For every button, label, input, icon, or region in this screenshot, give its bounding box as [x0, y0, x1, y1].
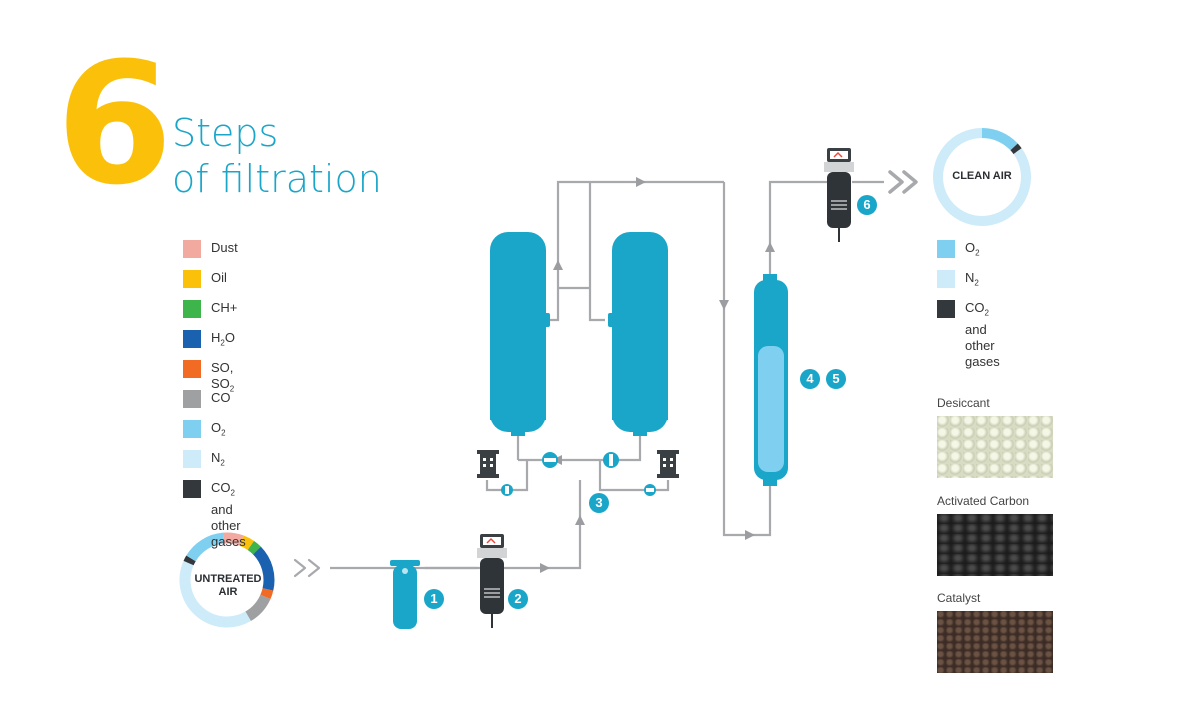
- right-tower-outlet: [588, 182, 605, 322]
- untreated-air-ring: [179, 532, 275, 628]
- legend-label: CH+: [211, 300, 238, 315]
- ring-segment: [252, 546, 275, 591]
- step-count-number: 6: [56, 26, 173, 222]
- ring-segment: [245, 594, 271, 622]
- legend-item: H2O: [183, 330, 235, 352]
- legend-swatch: [183, 450, 201, 468]
- untreated-air-label: UNTREATED AIR: [188, 573, 268, 599]
- activated-carbon-image: [937, 514, 1053, 576]
- title-line-2: of filtration: [172, 157, 382, 201]
- ring-segment: [1010, 143, 1022, 155]
- legend-item: O2: [183, 420, 226, 442]
- coalescing-filter: [477, 534, 507, 628]
- outlet-chevrons: [888, 170, 918, 194]
- flow-arrow: [765, 242, 775, 252]
- legend-item: CH+: [183, 300, 237, 318]
- sample-caption: Desiccant: [937, 396, 990, 410]
- flow-arrow: [745, 530, 755, 540]
- legend-swatch: [183, 330, 201, 348]
- flow-arrow: [553, 260, 563, 270]
- desiccant-tower-right: [608, 232, 668, 436]
- sample-caption: Activated Carbon: [937, 494, 1030, 508]
- legend-item: O2: [937, 240, 980, 262]
- right-drain-pipe: [598, 460, 670, 492]
- switching-valves: [501, 452, 656, 496]
- untreated-air-label-line-1: UNTREATED: [194, 573, 262, 585]
- step-badge-6: 6: [857, 195, 877, 215]
- flow-arrow: [636, 177, 646, 187]
- title-line-1: Steps: [172, 111, 279, 155]
- catalyst-image: [937, 611, 1053, 673]
- desiccant-tower-left: [490, 232, 550, 436]
- inlet-pipe: [330, 480, 582, 570]
- step-badge-3: 3: [589, 493, 609, 513]
- ring-segment: [981, 128, 1018, 151]
- ring-segment: [222, 532, 244, 546]
- legend-label: Dust: [211, 240, 238, 255]
- legend-item: Dust: [183, 240, 238, 258]
- untreated-air-label-line-2: AIR: [218, 586, 238, 598]
- legend-item: CO: [183, 390, 231, 408]
- ring-segment: [239, 535, 254, 551]
- ring-segment: [247, 540, 261, 555]
- legend-swatch: [183, 300, 201, 318]
- desiccant-image: [937, 416, 1053, 478]
- ring-segment: [183, 555, 196, 566]
- legend-label: N2: [211, 450, 225, 468]
- legend-label: N2: [965, 270, 979, 288]
- step-badge-4: 4: [800, 369, 820, 389]
- step-badge-2: 2: [508, 589, 528, 609]
- sample-caption: Catalyst: [937, 591, 981, 605]
- step-badge-5: 5: [826, 369, 846, 389]
- silencer-right: [657, 450, 679, 478]
- legend-item: N2: [937, 270, 979, 292]
- legend-swatch: [183, 360, 201, 378]
- legend-swatch: [183, 240, 201, 258]
- ring-segment: [186, 532, 225, 562]
- legend-swatch: [183, 270, 201, 288]
- legend-swatch: [937, 270, 955, 288]
- step-badge-1: 1: [424, 589, 444, 609]
- legend-swatch: [183, 420, 201, 438]
- legend-item: N2: [183, 450, 225, 472]
- legend-swatch: [937, 240, 955, 258]
- flow-arrow: [540, 563, 550, 573]
- carbon-catalyst-column: [754, 274, 788, 486]
- legend-swatch: [183, 390, 201, 408]
- flow-arrow: [719, 300, 729, 310]
- after-filter: [824, 148, 854, 242]
- silencer-left: [477, 450, 499, 478]
- legend-label: H2O: [211, 330, 235, 348]
- clean-air-ring: [933, 128, 1031, 226]
- ring-segment: [260, 588, 274, 600]
- flow-arrow: [575, 515, 585, 525]
- legend-label: O2: [211, 420, 226, 438]
- legend-swatch: [183, 480, 201, 498]
- ring-segment: [933, 128, 1031, 226]
- riser-pipe: [768, 180, 827, 278]
- page-title: Steps of filtration: [172, 110, 382, 202]
- ring-segment: [179, 560, 251, 628]
- legend-label: CO: [211, 390, 231, 405]
- pre-filter-housing: [390, 560, 420, 629]
- legend-item: SO, SO2: [183, 360, 234, 398]
- clean-air-label: CLEAN AIR: [952, 170, 1012, 182]
- legend-swatch: [937, 300, 955, 318]
- legend-label: O2: [965, 240, 980, 258]
- legend-item: Oil: [183, 270, 227, 288]
- legend-label: SO, SO2: [211, 360, 235, 394]
- valve-manifold-pipe: [518, 435, 642, 462]
- inlet-chevrons: [293, 558, 321, 578]
- legend-label: Oil: [211, 270, 227, 285]
- flow-arrows: [540, 177, 775, 573]
